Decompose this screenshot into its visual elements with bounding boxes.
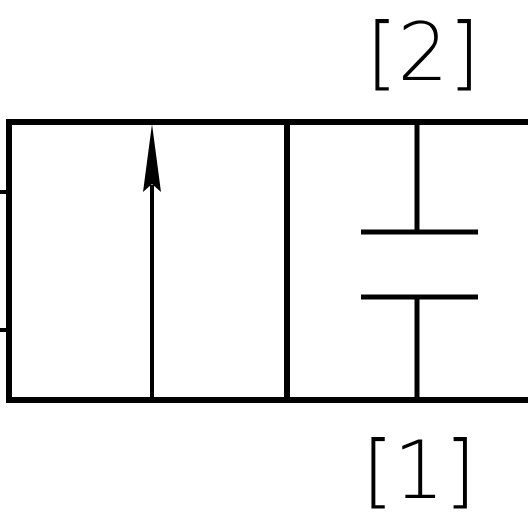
valve-body bbox=[6, 119, 528, 403]
port-label-top: [2] bbox=[366, 6, 479, 99]
left-connection-ticks bbox=[0, 190, 9, 332]
blocked-ports bbox=[361, 122, 478, 400]
flow-arrow bbox=[143, 124, 161, 400]
port-label-bottom: [1] bbox=[362, 424, 475, 517]
flow-arrow-head-icon bbox=[143, 124, 161, 192]
